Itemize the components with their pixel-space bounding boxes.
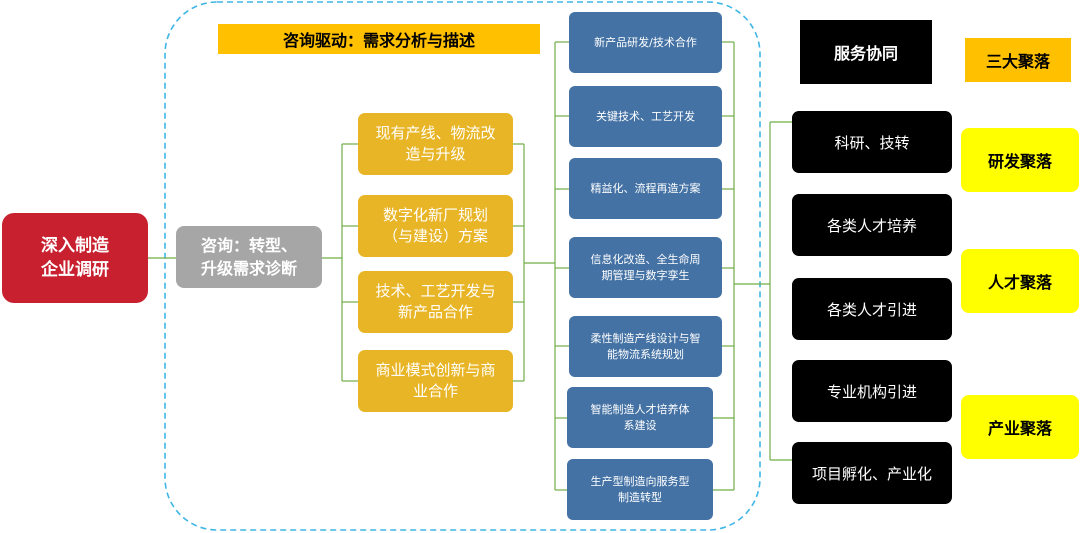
cluster-title: 三大聚落 bbox=[965, 38, 1071, 82]
solution-item-talent-system: 智能制造人才培养体 系建设 bbox=[567, 387, 713, 448]
consulting-title: 咨询驱动：需求分析与描述 bbox=[218, 24, 540, 54]
service-item-talent-introduction: 各类人才引进 bbox=[792, 278, 952, 340]
solution-item-informatization: 信息化改造、全生命周 期管理与数字孪生 bbox=[569, 237, 722, 298]
solution-item-flexible-manufacturing: 柔性制造产线设计与智 能物流系统规划 bbox=[569, 316, 722, 377]
cluster-item-research: 研发聚落 bbox=[961, 128, 1079, 192]
diagnosis-node: 咨询：转型、 升级需求诊断 bbox=[176, 226, 322, 288]
cluster-item-talent: 人才聚落 bbox=[961, 249, 1079, 313]
solution-item-new-product: 新产品研发/技术合作 bbox=[569, 12, 722, 73]
consulting-item-digital-factory: 数字化新厂规划 （与建设）方案 bbox=[358, 195, 513, 257]
solution-item-lean-process: 精益化、流程再造方案 bbox=[569, 158, 722, 219]
consulting-boundary bbox=[164, 1, 761, 531]
service-title: 服务协同 bbox=[800, 20, 932, 84]
solution-item-service-transformation: 生产型制造向服务型 制造转型 bbox=[567, 459, 713, 520]
consulting-item-production-line: 现有产线、物流改 造与升级 bbox=[358, 113, 513, 175]
solution-item-key-technology: 关键技术、工艺开发 bbox=[569, 86, 722, 147]
service-item-talent-training: 各类人才培养 bbox=[792, 194, 952, 256]
consulting-item-tech-development: 技术、工艺开发与 新产品合作 bbox=[358, 271, 513, 333]
consulting-item-business-model: 商业模式创新与商 业合作 bbox=[358, 350, 513, 412]
cluster-item-industry: 产业聚落 bbox=[961, 395, 1079, 459]
root-node: 深入制造 企业调研 bbox=[2, 213, 148, 303]
service-item-incubation: 项目孵化、产业化 bbox=[792, 442, 952, 504]
service-item-research: 科研、技转 bbox=[792, 111, 952, 173]
service-item-institution-introduction: 专业机构引进 bbox=[792, 360, 952, 422]
